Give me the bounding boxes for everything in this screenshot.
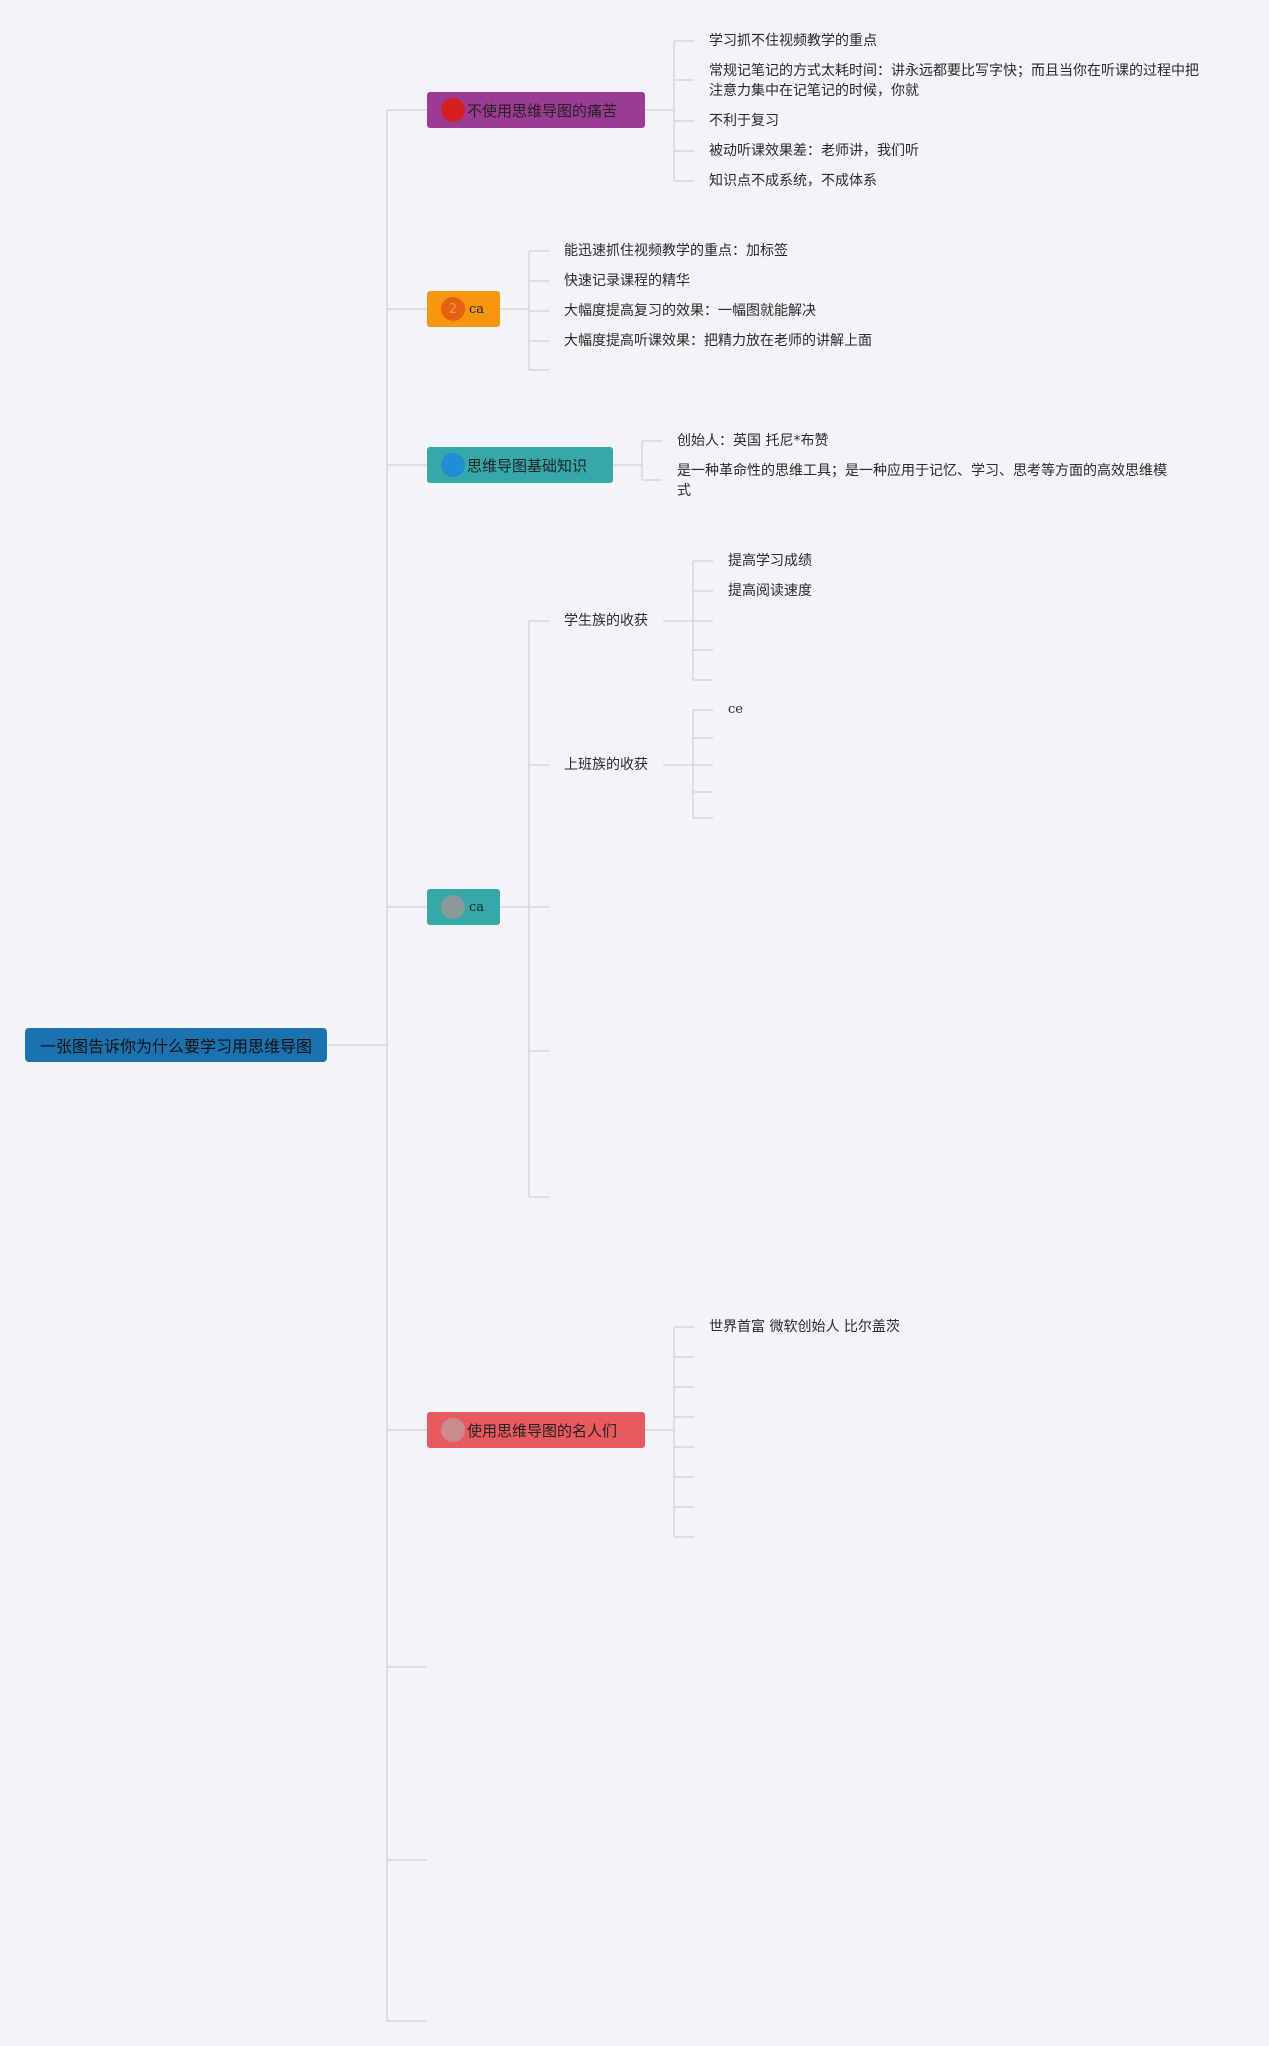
branch-basics[interactable]: 3 思维导图基础知识: [427, 447, 613, 483]
priority-5-icon: 5: [441, 1418, 465, 1442]
branch-label: ca: [469, 899, 485, 915]
branch-label: 使用思维导图的名人们: [467, 1421, 618, 1440]
priority-1-icon: 1: [441, 98, 465, 122]
priority-4-icon: 4: [441, 895, 465, 919]
priority-2-icon: 2: [441, 297, 465, 321]
leaf-item[interactable]: 能迅速抓住视频教学的重点：加标签: [564, 243, 788, 259]
leaf-item[interactable]: 世界首富 微软创始人 比尔盖茨: [709, 1319, 900, 1335]
branch-gains[interactable]: 4 ca: [427, 889, 500, 925]
leaf-item[interactable]: 快速记录课程的精华: [564, 273, 690, 289]
branch-benefits[interactable]: 2 ca: [427, 291, 500, 327]
branch-label: 不使用思维导图的痛苦: [467, 101, 618, 120]
leaf-item[interactable]: 不利于复习: [709, 113, 779, 129]
branch-label: 思维导图基础知识: [467, 456, 588, 475]
branch-pain-points[interactable]: 1 不使用思维导图的痛苦: [427, 92, 645, 128]
leaf-item[interactable]: 常规记笔记的方式太耗时间：讲永远都要比写字快；而且当你在听课的过程中把注意力集中…: [709, 63, 1199, 99]
leaf-item[interactable]: 学习抓不住视频教学的重点: [709, 33, 877, 49]
leaf-item[interactable]: ce: [728, 702, 743, 717]
leaf-item[interactable]: 大幅度提高听课效果：把精力放在老师的讲解上面: [564, 333, 872, 349]
leaf-item[interactable]: 被动听课效果差：老师讲，我们听: [709, 143, 919, 159]
leaf-item[interactable]: 是一种革命性的思维工具；是一种应用于记忆、学习、思考等方面的高效思维模式: [677, 463, 1167, 499]
root-topic-label: 一张图告诉你为什么要学习用思维导图: [39, 1037, 312, 1056]
leaf-item[interactable]: 提高阅读速度: [728, 583, 812, 599]
branch-famous-users[interactable]: 5 使用思维导图的名人们: [427, 1412, 645, 1448]
priority-3-icon: 3: [441, 453, 465, 477]
root-topic[interactable]: 一张图告诉你为什么要学习用思维导图: [25, 1028, 327, 1062]
subtopic-students[interactable]: 学生族的收获: [564, 613, 648, 629]
leaf-item[interactable]: 提高学习成绩: [728, 553, 812, 569]
subtopic-workers[interactable]: 上班族的收获: [564, 757, 648, 773]
leaf-item[interactable]: 大幅度提高复习的效果：一幅图就能解决: [564, 303, 816, 319]
leaf-item[interactable]: 知识点不成系统，不成体系: [709, 173, 877, 189]
leaf-item[interactable]: 创始人：英国 托尼*布赞: [677, 433, 829, 449]
branch-label: ca: [469, 301, 485, 317]
